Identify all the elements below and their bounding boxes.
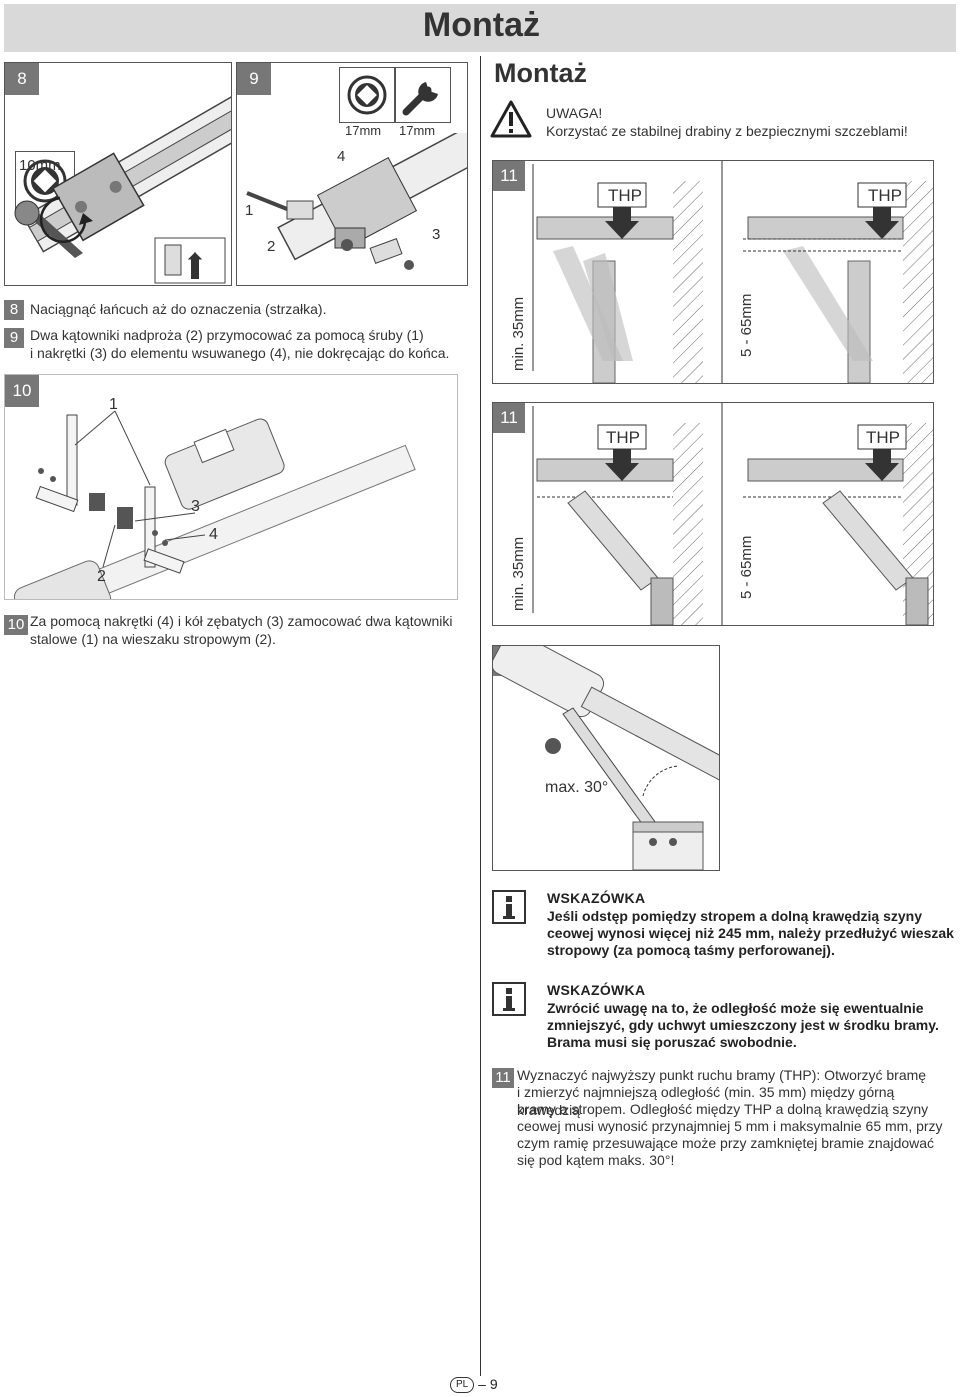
label-3: 3	[432, 226, 440, 243]
dash: –	[478, 1376, 486, 1392]
label-2: 2	[267, 238, 275, 255]
tool-size-label: 10mm	[19, 157, 61, 174]
warning-text: Korzystać ze stabilnej drabiny z bezpiec…	[546, 123, 908, 139]
step-10-line-2: stalowe (1) na wieszaku stropowym (2).	[30, 631, 276, 647]
language-badge: PL	[450, 1377, 475, 1394]
warning-title: UWAGA!	[546, 105, 603, 121]
step-11-badge: 11	[492, 1068, 514, 1088]
step-11-line: ceowej musi wynosić przynajmniej 5 mm i …	[517, 1118, 943, 1134]
step-9-line-2: i nakrętki (3) do elementu wsuwanego (4)…	[30, 345, 450, 361]
thp-label: THP	[608, 186, 642, 205]
page-title: Montaż	[422, 6, 540, 44]
thp-label: THP	[606, 428, 640, 447]
chain-tensioning-illustration	[14, 95, 231, 284]
step-11-line: i zmierzyć najmniejszą odległość (min. 3…	[517, 1084, 895, 1118]
label-4: 4	[337, 148, 345, 165]
min-distance-label: min. 35mm	[510, 537, 527, 611]
range-label: 5 - 65mm	[738, 536, 755, 599]
step-10-line-1: Za pomocą nakrętki (4) i kół zębatych (3…	[30, 613, 453, 629]
figure-10: 10 1 2 3 4	[4, 374, 458, 600]
header-bar	[4, 4, 956, 52]
step-8-badge: 8	[4, 300, 24, 320]
thp-label: THP	[866, 428, 900, 447]
step-8-text: Naciągnąć łańcuch aż do oznaczenia (strz…	[30, 301, 327, 317]
wrench-icon	[395, 67, 451, 123]
label-1: 1	[109, 396, 118, 413]
step-11-line: czym ramię przesuwające może przy zamkni…	[517, 1135, 935, 1151]
step-11-line: bramy a stropem. Odległość między THP a …	[517, 1101, 929, 1117]
label-3: 3	[191, 498, 200, 515]
hint-line: Jeśli odstęp pomiędzy stropem a dolną kr…	[547, 908, 923, 924]
step-9-badge: 9	[4, 328, 24, 348]
step-10-badge: 10	[4, 615, 28, 635]
range-label: 5 - 65mm	[738, 294, 755, 357]
tool2-size-label: 17mm	[399, 123, 436, 138]
tool1-size-label: 17mm	[345, 123, 382, 138]
page-footer: PL – 9	[450, 1376, 498, 1394]
thp-label: THP	[868, 186, 902, 205]
figure-9: 9 17mm 17mm 1 2 3 4	[236, 62, 468, 286]
label-4: 4	[209, 526, 218, 543]
hint-line: zmniejszyć, gdy uchwyt umieszczony jest …	[547, 1017, 939, 1033]
step-11-line: się pod kątem maks. 30°!	[517, 1152, 675, 1168]
hex-socket-icon	[15, 151, 75, 211]
label-2: 2	[97, 568, 106, 585]
figure-11b: 11 THP THP min. 35mm 5 - 65mm	[492, 402, 934, 626]
figure-11c: 11 max. 30°	[492, 645, 720, 871]
hint-title: WSKAZÓWKA	[547, 982, 646, 998]
hint-line: stropowy (za pomocą taśmy perforowanej).	[547, 942, 835, 958]
hint-line: ceowej wynosi więcej niż 245 mm, należy …	[547, 925, 954, 941]
info-icon	[492, 890, 526, 924]
angle-label: max. 30°	[545, 779, 608, 796]
hex-socket-icon	[339, 67, 395, 123]
arm-angle-illustration: max. 30°	[493, 646, 719, 870]
figure-number: 11	[493, 161, 525, 191]
hint-line: Zwrócić uwagę na to, że odległość może s…	[547, 1000, 924, 1016]
figure-8: 8 10mm	[4, 62, 232, 286]
figure-11a: 11 THP THP min. 35mm 5 - 65mm	[492, 160, 934, 384]
warning-icon	[490, 100, 532, 138]
label-1: 1	[245, 202, 253, 219]
page-number: 9	[489, 1376, 498, 1392]
figure-number: 10	[5, 375, 39, 407]
info-icon	[492, 982, 526, 1016]
min-distance-label: min. 35mm	[510, 297, 527, 371]
steel-angle-illustration: 1 2 3 4	[13, 396, 416, 599]
step-9-line-1: Dwa kątowniki nadproża (2) przymocować z…	[30, 327, 424, 343]
thp-measurement-illustration: THP THP min. 35mm 5 - 65mm	[510, 161, 933, 383]
step-11-line: Wyznaczyć najwyższy punkt ruchu bramy (T…	[517, 1067, 927, 1083]
figure-number: 11	[493, 403, 525, 433]
hint-title: WSKAZÓWKA	[547, 890, 646, 906]
figure-number: 9	[237, 63, 271, 95]
hint-line: Brama musi się poruszać swobodnie.	[547, 1034, 797, 1050]
column-divider	[480, 56, 481, 1376]
thp-closed-illustration: THP THP min. 35mm 5 - 65mm	[510, 403, 933, 625]
lintel-bracket-illustration: 1 2 3 4	[245, 133, 467, 270]
section-title: Montaż	[494, 58, 587, 88]
figure-number: 8	[5, 63, 39, 95]
